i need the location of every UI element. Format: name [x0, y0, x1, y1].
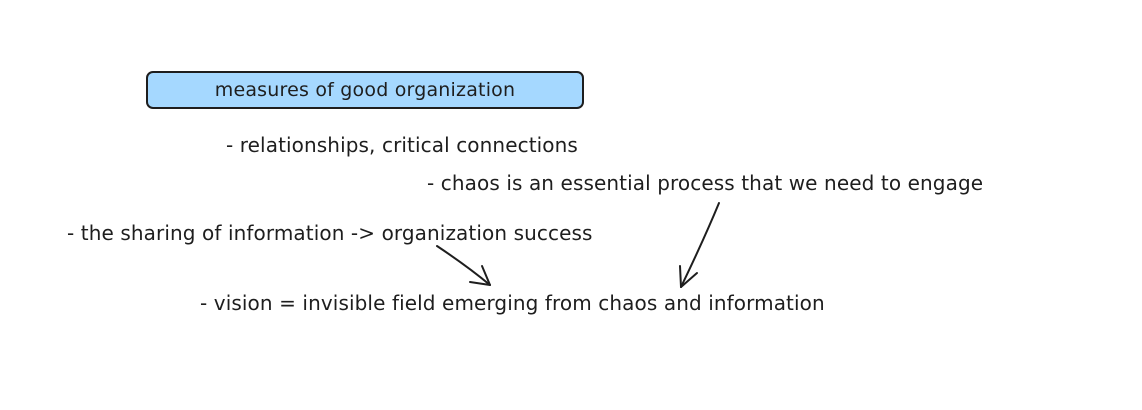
- title-box[interactable]: measures of good organization: [146, 71, 584, 109]
- note-vision[interactable]: - vision = invisible field emerging from…: [200, 291, 825, 315]
- arrow-information-to-vision[interactable]: [436, 245, 491, 286]
- diagram-title: measures of good organization: [214, 79, 516, 101]
- arrow-chaos-to-vision[interactable]: [679, 202, 720, 288]
- note-relationships[interactable]: - relationships, critical connections: [226, 133, 578, 157]
- note-information-sharing[interactable]: - the sharing of information -> organiza…: [67, 221, 593, 245]
- note-chaos[interactable]: - chaos is an essential process that we …: [427, 171, 984, 195]
